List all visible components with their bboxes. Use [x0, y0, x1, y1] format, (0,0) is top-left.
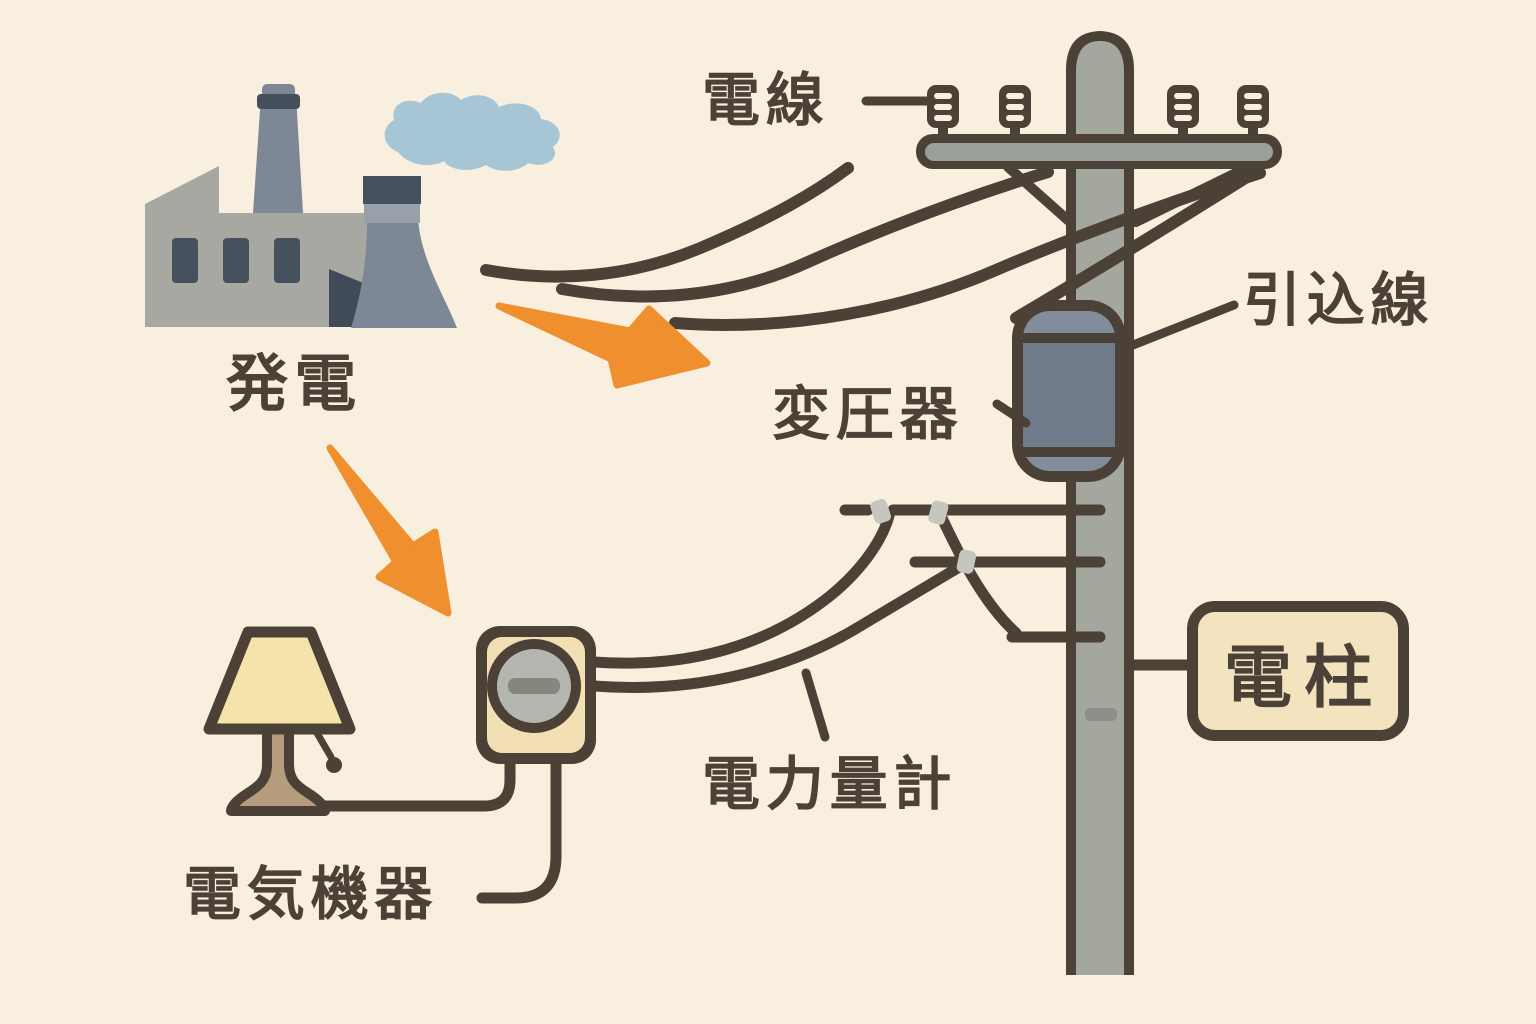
crossarm-fill: [925, 143, 1273, 161]
drop-wires-to-house: [588, 504, 1106, 693]
watt-hour-meter-icon: [476, 626, 596, 764]
pointer-watt-meter: [801, 668, 830, 742]
label-electric-appliances: 電気機器: [183, 862, 439, 927]
wire-cross: [934, 508, 1022, 639]
label-power-generation: 発電: [226, 350, 363, 419]
meter-drop-cords: [316, 750, 562, 904]
lamp-pull-knob: [326, 757, 342, 773]
wire-clamps: [870, 499, 977, 574]
power-lines: [480, 162, 1266, 331]
arrow-plant-to-meter: [326, 444, 452, 617]
label-utility-pole: 電柱: [1223, 639, 1385, 716]
pointer-service-drop: [1123, 300, 1239, 352]
insulator: [1237, 85, 1269, 140]
power-plant-icon: [145, 84, 560, 328]
cooling-tower-band-light: [364, 204, 420, 223]
wire-to-meter-lower: [588, 557, 972, 693]
label-pointers: [801, 96, 1239, 742]
flow-arrows: [326, 302, 711, 617]
factory-window: [223, 238, 249, 283]
label-transformer: 変圧器: [772, 382, 964, 447]
arrow-plant-to-pole: [495, 302, 711, 389]
meter-dial-slot: [508, 678, 560, 694]
lamp-pull-chain: [313, 729, 335, 761]
pointer-transformer: [992, 399, 1031, 428]
cord-to-lamp: [316, 750, 516, 812]
lamp-icon: [203, 626, 356, 816]
insulators: [927, 85, 1269, 140]
label-watt-hour-meter: 電力量計: [702, 752, 958, 817]
power-wire: [669, 167, 1266, 331]
factory-window: [274, 238, 300, 283]
utility-pole-label-box: 電柱: [1187, 601, 1409, 741]
label-power-line: 電線: [702, 68, 830, 133]
power-wire: [556, 166, 1054, 303]
cord-to-appliance-label: [476, 750, 562, 904]
label-service-drop: 引込線: [1243, 268, 1435, 333]
insulator: [927, 85, 959, 140]
lamp-shade: [203, 626, 356, 735]
smoke-cloud: [384, 92, 560, 171]
clamp: [870, 499, 891, 524]
insulator: [1167, 85, 1199, 140]
transformer-mid: [1023, 343, 1115, 447]
cooling-tower-band-dark: [363, 176, 421, 204]
clamp: [956, 549, 977, 574]
lamp-base: [226, 717, 330, 816]
tall-chimney: [253, 96, 303, 213]
clamp: [928, 500, 949, 525]
chimney-band: [257, 94, 300, 109]
utility-pole: [1066, 31, 1134, 975]
factory-window: [172, 238, 198, 283]
wire-to-meter-upper: [588, 510, 895, 669]
pole-step-mark: [1085, 708, 1117, 721]
transformer-icon: [1012, 300, 1126, 482]
insulator: [999, 85, 1031, 140]
power-wire: [480, 162, 854, 283]
